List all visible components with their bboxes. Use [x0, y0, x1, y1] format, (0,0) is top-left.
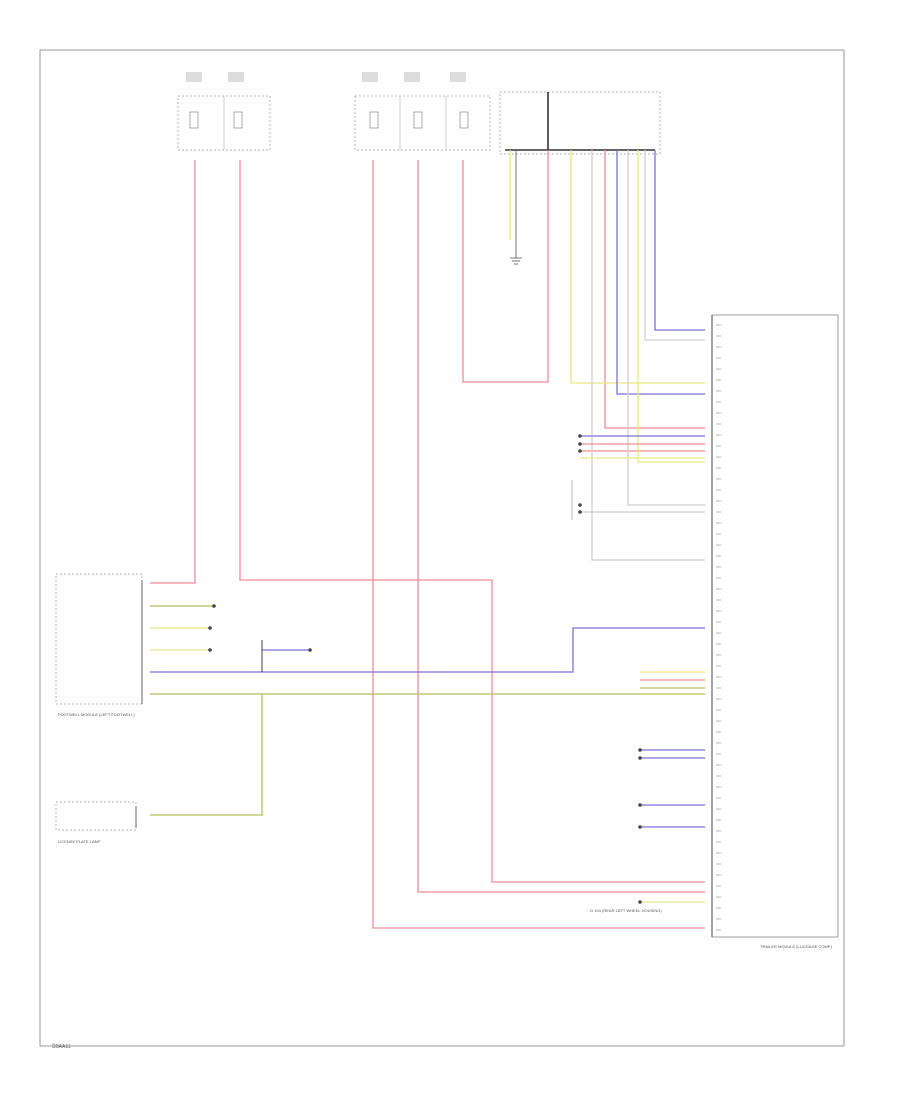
fuse-block-middle: [354, 72, 491, 151]
diagram-frame: [39, 49, 845, 1047]
footwell-module: [55, 573, 143, 705]
wire-pink-3: [372, 160, 705, 929]
trailer-pins: [716, 324, 721, 931]
wire-blue-4: [150, 627, 705, 673]
ground-label: G 104 (REAR LEFT WHEEL HOUSING): [590, 908, 662, 913]
license-plate-lamp: [55, 801, 137, 831]
wire-yellow-top: [570, 150, 705, 384]
wire-blue-2: [616, 150, 705, 395]
wire-pink-1: [150, 160, 196, 584]
figure-reference: ŠBAA11: [52, 1044, 71, 1050]
wire-blue-top: [654, 150, 705, 331]
ground-connectors: [208, 434, 642, 904]
wire-gray-3: [627, 150, 705, 506]
wire-pink-2: [239, 160, 705, 883]
wire-pink-6: [604, 150, 705, 429]
trailer-module: [711, 314, 839, 938]
fuse-block-left: [177, 72, 271, 151]
wire-yellow-2: [637, 150, 705, 463]
wire-pink-4: [417, 160, 705, 893]
wire-pink-5: [462, 150, 549, 383]
connector-top-right: [499, 91, 661, 250]
license-plate-label: LICENSE PLATE LAMP: [58, 839, 101, 844]
wire-gray-2: [591, 150, 705, 561]
wire-olive-3: [150, 694, 263, 816]
trailer-module-label: TRAILER MODULE (LUGGAGE COMP.): [760, 944, 833, 949]
footwell-label: FOOTWELL MODULE (LEFT FOOTWELL): [58, 712, 135, 717]
ground-symbol: [510, 250, 522, 265]
wire-gray-top: [644, 150, 705, 341]
